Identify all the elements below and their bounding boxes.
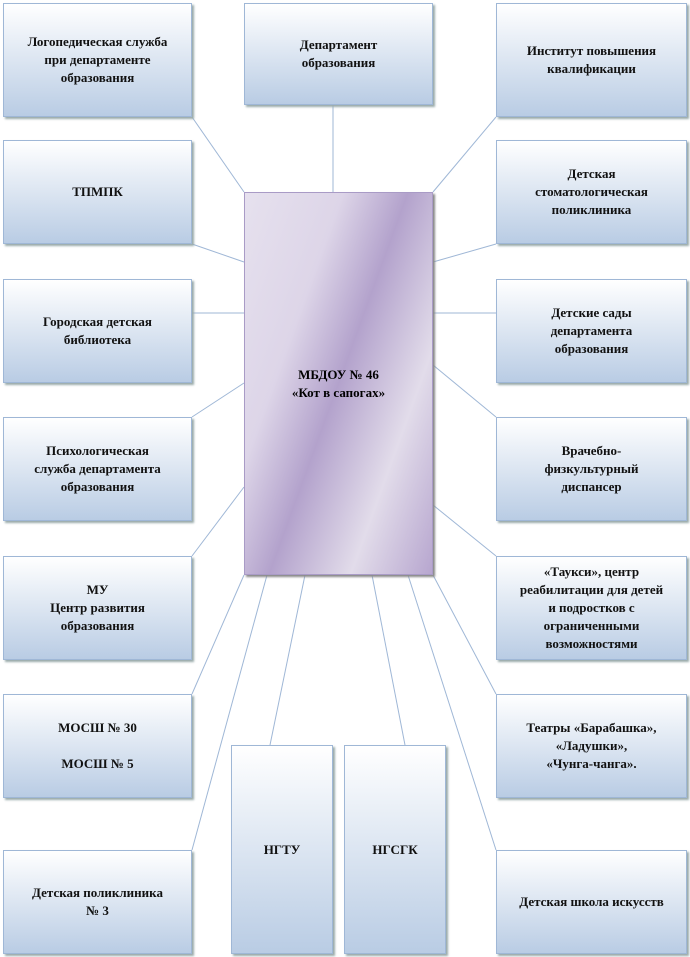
center-node: МБДОУ № 46 «Кот в сапогах» [244, 192, 433, 575]
connector [432, 504, 497, 557]
connector [191, 382, 245, 418]
node-left-5: МУ Центр развития образования [3, 556, 192, 660]
node-right-3: Детские сады департамента образования [496, 279, 687, 383]
node-right-7: Детская школа искусств [496, 850, 687, 954]
node-ngsgk: НГСГК [344, 745, 446, 954]
node-left-4: Психологическая служба департамента обра… [3, 417, 192, 521]
connector [191, 116, 245, 193]
connector [407, 574, 497, 851]
node-left-2: ТПМПК [3, 140, 192, 244]
node-left-1: Логопедическая служба при департаменте о… [3, 3, 192, 117]
node-department: Департамент образования [244, 3, 433, 105]
connector [432, 574, 497, 695]
connector [191, 574, 268, 851]
connector [432, 116, 497, 193]
node-left-7: Детская поликлиника № 3 [3, 850, 192, 954]
connector [371, 574, 406, 746]
node-left-3: Городская детская библиотека [3, 279, 192, 383]
node-right-6: Театры «Барабашка», «Ладушки», «Чунга-ча… [496, 694, 687, 798]
connector [432, 243, 497, 263]
node-right-5: «Таукси», центр реабилитации для детей и… [496, 556, 687, 660]
connector [269, 574, 306, 746]
connector [432, 364, 497, 418]
node-right-2: Детская стоматологическая поликлиника [496, 140, 687, 244]
node-right-1: Институт повышения квалификации [496, 3, 687, 117]
node-ngtu: НГТУ [231, 745, 333, 954]
node-left-6: МОСШ № 30 МОСШ № 5 [3, 694, 192, 798]
connector [191, 574, 245, 695]
connector [191, 486, 245, 557]
node-right-4: Врачебно- физкультурный диспансер [496, 417, 687, 521]
connector [191, 243, 245, 263]
